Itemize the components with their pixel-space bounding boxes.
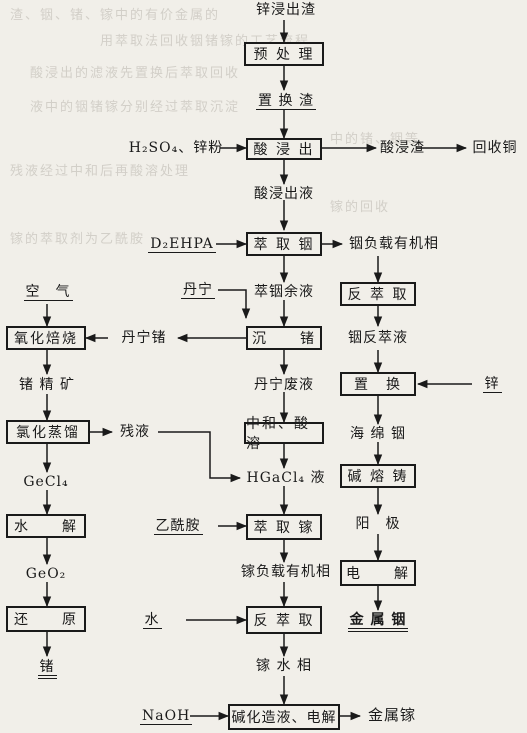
- residual-liquor: 残液: [120, 424, 150, 440]
- metal-indium: 金 属 铟: [340, 611, 416, 632]
- germanium-precipitation-label: 沉 锗: [252, 331, 316, 347]
- h2so4-zinc-powder: H₂SO₄、锌粉: [128, 140, 224, 156]
- gallium-aqueous-phase: 镓 水 相: [256, 658, 312, 674]
- metal-gallium: 金属镓: [367, 706, 416, 724]
- indium-strip-liquor: 铟反萃液: [348, 330, 408, 346]
- acetamide-reagent: 乙酰胺: [140, 517, 216, 535]
- indium-loaded-organic: 铟负载有机相: [349, 236, 439, 252]
- water-reagent: 水: [120, 611, 184, 629]
- acid-leach-liquor: 酸浸出液: [254, 186, 314, 202]
- indium-back-extraction-box: 反 萃 取: [340, 282, 416, 306]
- tannin-text: 丹宁: [181, 282, 215, 299]
- zinc-leach-residue: 锌浸出渣: [256, 2, 316, 18]
- indium-extraction-label: 萃 取 铟: [253, 237, 315, 253]
- indium-back-extraction-label: 反 萃 取: [347, 287, 409, 303]
- alkaline-electrolysis-box: 碱化造液、电解: [228, 704, 340, 730]
- acetamide-text: 乙酰胺: [153, 518, 203, 535]
- indium-electrolysis-box: 电 解: [340, 560, 416, 586]
- indium-raffinate: 萃铟余液: [254, 284, 314, 300]
- air-text: 空 气: [23, 284, 73, 301]
- gecl4-product: GeCl₄: [23, 474, 69, 490]
- acid-leach-label: 酸 浸 出: [253, 142, 315, 158]
- germanium-concentrate: 锗 精 矿: [19, 377, 75, 393]
- gallium-extraction-box: 萃 取 镓: [246, 514, 322, 540]
- germanium-precipitation-box: 沉 锗: [246, 326, 322, 350]
- chlorination-distillation-box: 氯化蒸馏: [6, 420, 90, 444]
- germanium-product-text: 锗: [37, 659, 57, 679]
- chlorination-distillation-label: 氯化蒸馏: [16, 425, 80, 441]
- d2ehpa-reagent: D₂EHPA: [148, 235, 216, 253]
- reduction-label: 还 原: [14, 612, 78, 628]
- replacement-residue-text: 置 换 渣: [256, 93, 316, 110]
- neutralize-acid-dissolve-box: 中和、酸溶: [244, 416, 324, 452]
- d2ehpa-text: D₂EHPA: [148, 236, 216, 253]
- air-reagent: 空 气: [8, 283, 88, 301]
- oxidation-roasting-box: 氧化焙烧: [6, 326, 86, 350]
- gallium-extraction-label: 萃 取 镓: [253, 520, 315, 536]
- naoh-text: NaOH: [140, 708, 193, 725]
- gallium-loaded-organic: 镓负载有机相: [241, 564, 331, 580]
- germanium-product: 锗: [26, 658, 68, 679]
- gallium-back-extraction-box: 反 萃 取: [246, 606, 322, 634]
- sponge-indium: 海 绵 铟: [350, 426, 406, 442]
- neutralize-acid-dissolve-label: 中和、酸溶: [246, 416, 310, 452]
- hgacl4-liquor: HGaCl₄ 液: [246, 470, 326, 486]
- hydrolysis-label: 水 解: [14, 519, 78, 535]
- anode: 阳 极: [355, 516, 401, 532]
- pretreatment-box: 预 处 理: [244, 42, 324, 66]
- replacement-residue: 置 换 渣: [246, 92, 326, 110]
- replacement-box: 置 换: [340, 372, 416, 396]
- indium-extraction-box: 萃 取 铟: [246, 232, 322, 256]
- recover-copper: 回收铜: [472, 140, 518, 156]
- indium-electrolysis-label: 电 解: [346, 566, 410, 582]
- tannin-reagent: 丹宁: [178, 281, 218, 299]
- zinc-reagent: 锌: [474, 375, 510, 393]
- acid-leach-residue: 酸浸渣: [380, 140, 425, 156]
- metal-indium-text: 金 属 铟: [347, 612, 409, 632]
- reduction-box: 还 原: [6, 606, 86, 632]
- water-text: 水: [142, 612, 162, 629]
- tannin-waste-liquor: 丹宁废液: [254, 377, 314, 393]
- alkaline-electrolysis-label: 碱化造液、电解: [231, 710, 337, 726]
- alkali-melt-cast-label: 碱 熔 铸: [347, 469, 409, 485]
- acid-leach-box: 酸 浸 出: [246, 138, 322, 160]
- geo2-product: GeO₂: [25, 566, 67, 582]
- replacement-label: 置 换: [354, 377, 402, 393]
- pretreatment-label: 预 处 理: [253, 47, 315, 63]
- oxidation-roasting-label: 氧化焙烧: [14, 331, 78, 347]
- naoh-reagent: NaOH: [140, 707, 193, 725]
- zinc-text: 锌: [482, 376, 502, 393]
- tannin-germanium: 丹宁锗: [121, 330, 167, 346]
- alkali-melt-cast-box: 碱 熔 铸: [340, 464, 416, 488]
- hydrolysis-box: 水 解: [6, 514, 86, 538]
- gallium-back-extraction-label: 反 萃 取: [253, 613, 315, 629]
